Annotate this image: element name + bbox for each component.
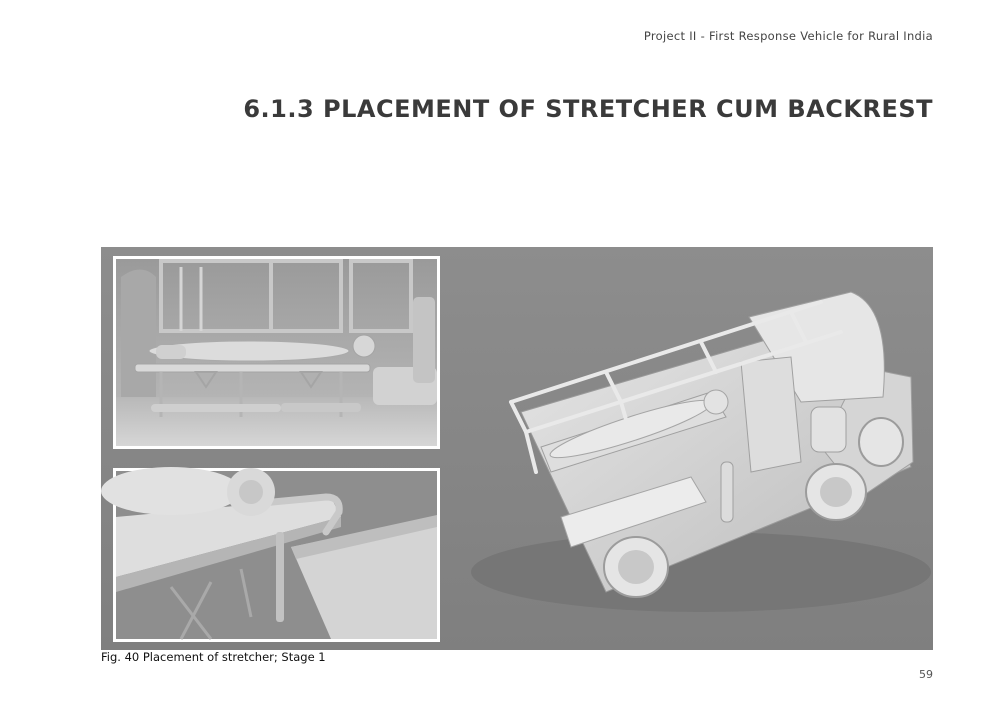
closeup-inset xyxy=(101,467,440,642)
stretcher-render-figure xyxy=(101,247,933,650)
section-title: 6.1.3 PLACEMENT OF STRETCHER CUM BACKRES… xyxy=(243,95,933,123)
vehicle-3d-render xyxy=(471,291,931,612)
running-header: Project II - First Response Vehicle for … xyxy=(643,29,933,43)
figure-caption: Fig. 40 Placement of stretcher; Stage 1 xyxy=(101,650,326,664)
page-number: 59 xyxy=(919,668,933,681)
side-view-inset xyxy=(113,256,440,449)
